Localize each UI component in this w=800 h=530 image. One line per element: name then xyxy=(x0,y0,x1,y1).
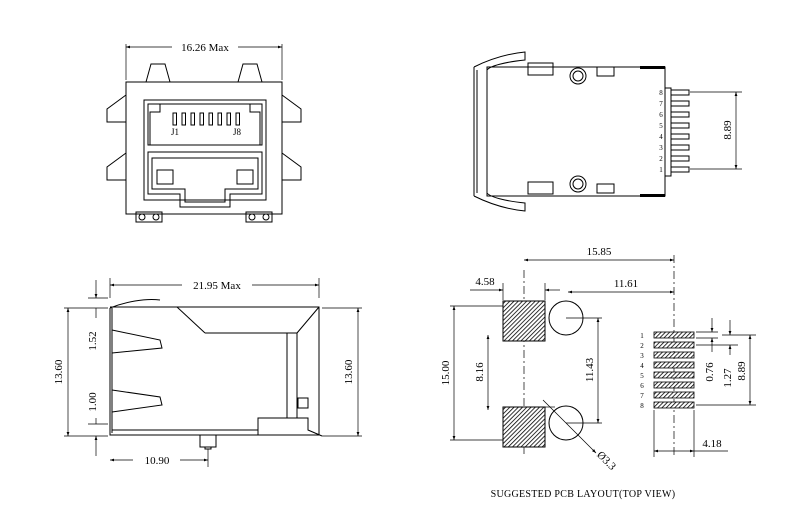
pcb-hole-to-pins-dimension: 11.61 xyxy=(614,278,638,290)
side-length-dimension: 21.95 Max xyxy=(193,280,241,292)
rear-pin-1: 1 xyxy=(659,166,663,174)
pcb-layout-view: 15.85 4.58 11.61 15.00 8.16 11.43 Ø3.3 xyxy=(440,246,756,500)
pcb-hole-diameter-dimension: Ø3.3 xyxy=(594,449,618,473)
pcb-pin-row-dimension: 4.18 xyxy=(702,438,722,450)
pcb-pin-8: 8 xyxy=(640,402,644,410)
rear-view: 8 7 6 5 4 3 2 1 8.89 xyxy=(473,51,742,212)
pcb-pin-4: 4 xyxy=(640,362,644,370)
side-height-left-dimension: 13.60 xyxy=(53,359,65,384)
pcb-pin-3: 3 xyxy=(640,352,644,360)
side-lower-offset-dimension: 1.00 xyxy=(87,392,99,412)
front-width-dimension: 16.26 Max xyxy=(181,42,229,54)
pcb-mount-pitch-dimension: 8.16 xyxy=(474,362,486,382)
pcb-mount-pad-dimension: 4.58 xyxy=(475,276,495,288)
rear-pin-6: 6 xyxy=(659,111,663,119)
mount-pad-top xyxy=(502,300,546,342)
rear-pin-8: 8 xyxy=(659,89,663,97)
pcb-hole-pitch-dimension: 11.43 xyxy=(584,357,596,382)
pin-j8-label: J8 xyxy=(233,127,242,137)
side-upper-offset-dimension: 1.52 xyxy=(87,331,99,350)
contact-fingers xyxy=(172,112,240,126)
pcb-pin-width-dimension: 0.76 xyxy=(704,362,716,382)
rear-pin-2: 2 xyxy=(659,155,663,163)
side-height-right-dimension: 13.60 xyxy=(343,359,355,384)
pcb-pin-6: 6 xyxy=(640,382,644,390)
pcb-pin-span-dimension: 8.89 xyxy=(736,361,748,381)
rear-pin-7: 7 xyxy=(659,100,663,108)
pcb-pin-1: 1 xyxy=(640,332,644,340)
pcb-overall-x-dimension: 15.85 xyxy=(587,246,612,258)
front-view: 16.26 Max J1 J8 xyxy=(106,42,302,223)
rear-pin-3: 3 xyxy=(659,144,663,152)
side-view: 21.95 Max 13.60 13.60 xyxy=(53,278,362,467)
pcb-layout-caption: SUGGESTED PCB LAYOUT(TOP VIEW) xyxy=(491,489,676,500)
pcb-pin-5: 5 xyxy=(640,372,644,380)
rear-pin-4: 4 xyxy=(659,133,663,141)
side-peg-offset-dimension: 10.90 xyxy=(145,455,170,467)
pcb-pin-7: 7 xyxy=(640,392,644,400)
rear-pin-5: 5 xyxy=(659,122,663,130)
pin-j1-label: J1 xyxy=(171,127,179,137)
pcb-pin-pitch-dimension: 1.27 xyxy=(722,368,734,388)
pcb-pin-2: 2 xyxy=(640,342,644,350)
pcb-pin-pads xyxy=(653,331,695,409)
rear-pin-leads xyxy=(670,89,690,173)
mount-pad-bottom xyxy=(502,406,546,448)
rear-pitch-dimension: 8.89 xyxy=(722,120,734,140)
pcb-overall-y-dimension: 15.00 xyxy=(440,360,452,385)
